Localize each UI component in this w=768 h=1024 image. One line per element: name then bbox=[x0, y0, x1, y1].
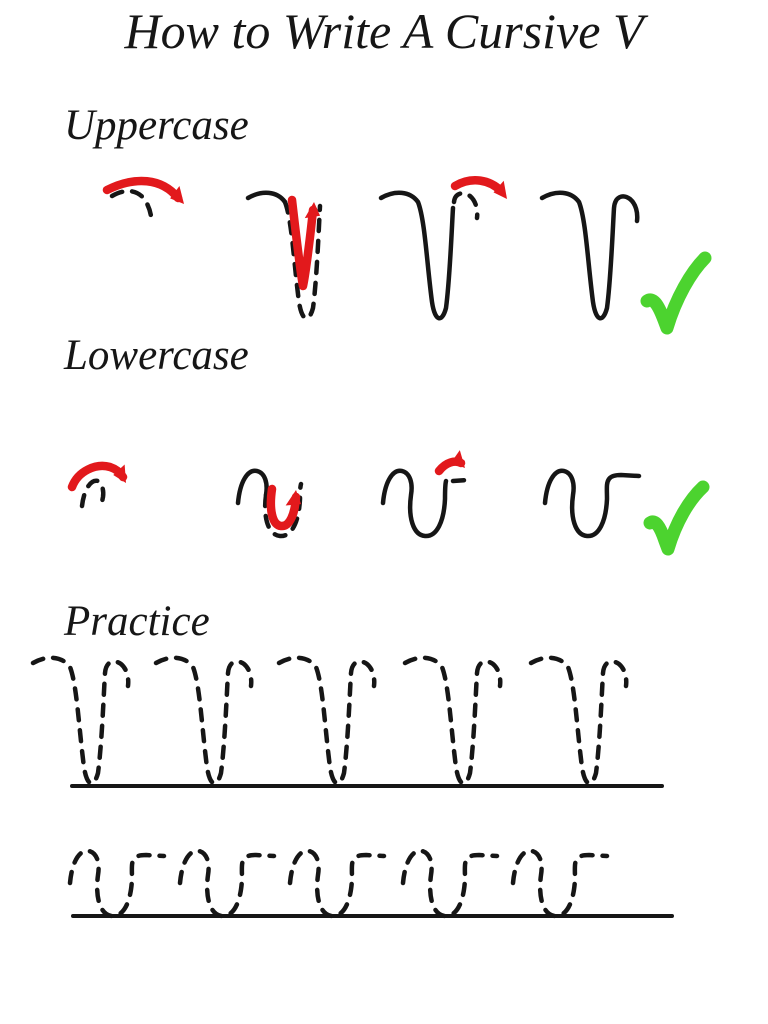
entry-and-dip-solid bbox=[378, 190, 456, 321]
arrowhead bbox=[285, 490, 302, 506]
practice-line-lowercase bbox=[30, 840, 674, 955]
trace-letter-uppercase-v bbox=[531, 658, 626, 784]
hump-and-dip-solid bbox=[380, 468, 449, 539]
lowercase-step-4 bbox=[542, 468, 642, 539]
checkmark-stroke bbox=[640, 251, 712, 335]
direction-arrow-icon bbox=[67, 461, 128, 492]
lowercase-step-1 bbox=[67, 461, 128, 510]
uppercase-section-label: Uppercase bbox=[64, 102, 249, 149]
practice-line-uppercase bbox=[30, 645, 664, 788]
arrowhead bbox=[113, 464, 126, 483]
direction-arrow-icon bbox=[450, 176, 507, 199]
practice-lowercase-letters bbox=[70, 851, 674, 916]
lowercase-step-3 bbox=[380, 450, 470, 539]
v-dip-dashed bbox=[282, 199, 323, 321]
arrowhead bbox=[170, 185, 184, 204]
trace-letter-uppercase-v bbox=[33, 658, 128, 784]
arrowhead bbox=[450, 450, 465, 468]
uppercase-step-3 bbox=[378, 176, 507, 321]
page-title: How to Write A Cursive V bbox=[124, 3, 644, 59]
uppercase-step-2 bbox=[245, 190, 323, 321]
trace-letter-lowercase-v bbox=[290, 851, 384, 916]
completed-lowercase-v bbox=[542, 468, 642, 539]
trace-letter-uppercase-v bbox=[405, 658, 500, 784]
entry-stroke-solid bbox=[245, 190, 288, 205]
lowercase-step-2 bbox=[235, 468, 304, 539]
arrow-curve bbox=[102, 176, 183, 203]
trace-letter-uppercase-v bbox=[279, 658, 374, 784]
entry-stroke-dashed bbox=[109, 188, 154, 219]
checkmark-stroke bbox=[643, 480, 710, 556]
exit-dash-dashed bbox=[450, 477, 470, 484]
trace-letter-lowercase-v bbox=[70, 851, 164, 916]
direction-arrow-icon bbox=[266, 484, 302, 531]
practice-section-label: Practice bbox=[64, 598, 210, 645]
direction-arrow-icon bbox=[434, 450, 466, 476]
trace-letter-lowercase-v bbox=[180, 851, 274, 916]
arrowhead bbox=[493, 180, 507, 199]
direction-arrow-icon bbox=[102, 176, 184, 204]
lowercase-steps-row bbox=[67, 450, 710, 556]
lowercase-section-label: Lowercase bbox=[64, 332, 249, 379]
arrow-curve bbox=[287, 195, 318, 291]
completed-uppercase-v bbox=[539, 190, 640, 321]
arrow-curve bbox=[266, 484, 301, 531]
entry-hump-dashed bbox=[79, 478, 106, 510]
trace-letter-lowercase-v bbox=[513, 851, 607, 916]
entry-hump-solid bbox=[235, 468, 269, 506]
u-dip-dashed bbox=[262, 481, 304, 539]
practice-uppercase-letters bbox=[33, 658, 664, 788]
arrow-curve bbox=[450, 176, 506, 196]
uppercase-steps-row bbox=[102, 176, 712, 335]
lowercase-steps bbox=[67, 450, 710, 556]
arrowhead bbox=[304, 202, 321, 219]
trace-letter-lowercase-v bbox=[403, 851, 497, 916]
direction-arrow-icon bbox=[287, 195, 321, 291]
checkmark-icon bbox=[643, 480, 710, 556]
exit-hook-dashed bbox=[451, 191, 480, 221]
trace-letter-uppercase-v bbox=[156, 658, 251, 784]
arrow-curve bbox=[67, 461, 128, 492]
uppercase-steps bbox=[102, 176, 712, 335]
uppercase-step-4 bbox=[539, 190, 640, 321]
checkmark-icon bbox=[640, 251, 712, 335]
uppercase-step-1 bbox=[102, 176, 184, 219]
